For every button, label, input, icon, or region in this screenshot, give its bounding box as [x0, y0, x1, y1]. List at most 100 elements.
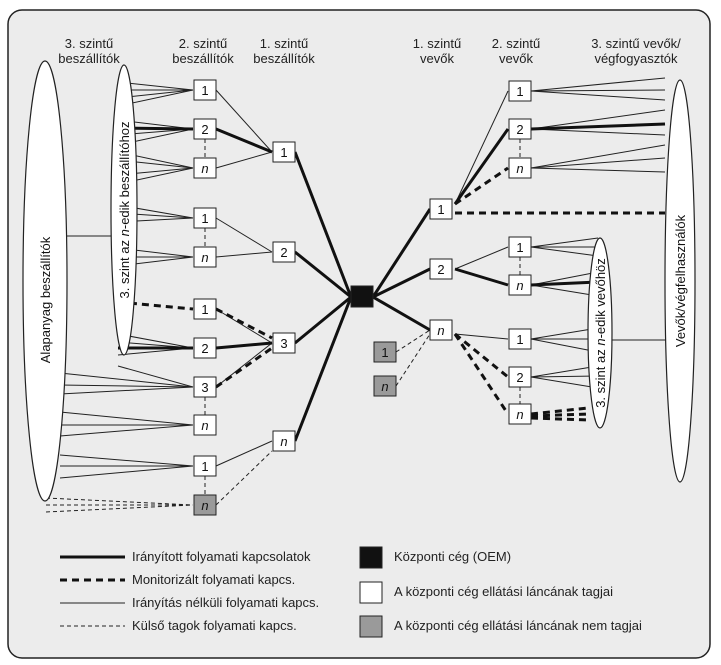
svg-text:1: 1	[201, 211, 208, 226]
svg-text:1: 1	[201, 459, 208, 474]
svg-text:1: 1	[437, 202, 444, 217]
svg-text:1. szintű: 1. szintű	[260, 36, 308, 51]
managed-connections	[117, 122, 666, 442]
node-c1-n	[429, 319, 453, 341]
customer-nth-ellipse	[587, 237, 613, 429]
svg-text:n: n	[201, 498, 208, 513]
svg-text:1. szintű: 1. szintű	[413, 36, 461, 51]
svg-text:2. szintű: 2. szintű	[179, 36, 227, 51]
svg-text:1: 1	[516, 240, 523, 255]
svg-text:n: n	[437, 323, 444, 338]
legend-monitored-label: Monitorizált folyamati kapcs.	[132, 572, 295, 587]
node-s2-nb	[193, 246, 217, 268]
node-c2-2a	[508, 118, 532, 140]
node-c2-1a	[508, 80, 532, 102]
svg-text:n: n	[201, 250, 208, 265]
node-c2-2c	[508, 366, 532, 388]
svg-text:n: n	[516, 278, 523, 293]
node-layer	[193, 79, 532, 516]
legend-external-label: Külső tagok folyamati kapcs.	[132, 618, 297, 633]
header-customer-tier2: 2. szintű vevők	[492, 36, 540, 66]
raw-material-label: Alapanyag beszállítók	[38, 236, 53, 363]
svg-text:beszállítók: beszállítók	[253, 51, 315, 66]
svg-text:2: 2	[516, 370, 523, 385]
node-c1-1	[429, 198, 453, 220]
svg-text:2: 2	[437, 262, 444, 277]
header-customer-tier1: 1. szintű vevők	[413, 36, 461, 66]
svg-text:n: n	[201, 161, 208, 176]
svg-text:n: n	[201, 418, 208, 433]
legend-focal-label: Központi cég (OEM)	[394, 549, 511, 564]
header-supplier-tier1: 1. szintű beszállítók	[253, 36, 315, 66]
node-c2-1b	[508, 236, 532, 258]
svg-text:n: n	[381, 379, 388, 394]
svg-text:3. szintű vevők/: 3. szintű vevők/	[591, 36, 681, 51]
svg-text:1: 1	[280, 145, 287, 160]
customer-nth-label: 3. szint az n-edik vevőhöz	[593, 258, 608, 408]
svg-text:végfogyasztók: végfogyasztók	[594, 51, 678, 66]
svg-text:3: 3	[201, 380, 208, 395]
legend-focal-swatch	[359, 546, 383, 569]
legend-not-managed-label: Irányítás nélküli folyamati kapcs.	[132, 595, 319, 610]
node-s2-1a	[193, 79, 217, 101]
node-s1-1	[272, 141, 296, 163]
header-supplier-tier2: 2. szintű beszállítók	[172, 36, 234, 66]
node-s1-n	[272, 430, 296, 452]
svg-text:vevők: vevők	[420, 51, 454, 66]
node-s2-2c	[193, 337, 217, 359]
svg-text:3. szintű: 3. szintű	[65, 36, 113, 51]
node-c2-na	[508, 157, 532, 179]
legend-managed-label: Irányított folyamati kapcsolatok	[132, 549, 311, 564]
node-s1-2	[272, 241, 296, 263]
svg-text:2: 2	[280, 245, 287, 260]
svg-text:n: n	[516, 161, 523, 176]
node-external-1	[373, 341, 397, 363]
legend-member-label: A központi cég ellátási láncának tagjai	[394, 584, 613, 599]
node-c1-2	[429, 258, 453, 280]
svg-text:1: 1	[381, 345, 388, 360]
svg-text:beszállítók: beszállítók	[172, 51, 234, 66]
node-s2-1b	[193, 207, 217, 229]
svg-text:2: 2	[201, 122, 208, 137]
node-s2-3c	[193, 376, 217, 398]
node-s2-1c	[193, 298, 217, 320]
svg-text:beszállítók: beszállítók	[58, 51, 120, 66]
supplier-nth-label: 3. szint az n-edik beszállítóhoz	[117, 121, 132, 298]
node-c2-nb	[508, 274, 532, 296]
node-s2-na	[193, 157, 217, 179]
svg-text:2. szintű: 2. szintű	[492, 36, 540, 51]
panel-frame	[7, 9, 711, 659]
svg-text:vevők: vevők	[499, 51, 533, 66]
svg-text:2: 2	[201, 341, 208, 356]
svg-text:n: n	[516, 407, 523, 422]
legend-nonmember-swatch	[359, 615, 383, 638]
legend-member-swatch	[359, 581, 383, 604]
raw-material-ellipse	[22, 60, 68, 502]
svg-text:3: 3	[280, 336, 287, 351]
svg-text:1: 1	[516, 332, 523, 347]
node-s2-2a	[193, 118, 217, 140]
node-labels: 1 2 n 1 n 1 2 3 n 1 n 1 2 3 n 1 2 n 1 n …	[201, 83, 523, 513]
header-supplier-tier3: 3. szintű beszállítók	[58, 36, 120, 66]
svg-text:1: 1	[516, 84, 523, 99]
monitored-connections	[117, 166, 665, 422]
node-s2-nc	[193, 414, 217, 436]
node-s2-nd-external	[193, 494, 217, 516]
node-s1-3	[272, 332, 296, 354]
node-c2-1c	[508, 328, 532, 350]
focal-company-node	[350, 285, 374, 308]
node-s2-1d	[193, 455, 217, 477]
svg-text:n: n	[280, 434, 287, 449]
external-connections	[45, 139, 521, 513]
legend: Irányított folyamati kapcsolatok Monitor…	[60, 546, 642, 638]
legend-nonmember-label: A központi cég ellátási láncának nem tag…	[394, 618, 642, 633]
header-customer-tier3: 3. szintű vevők/ végfogyasztók	[591, 36, 681, 66]
node-c2-nc	[508, 403, 532, 425]
node-external-n	[373, 375, 397, 397]
svg-text:1: 1	[201, 302, 208, 317]
supplier-nth-ellipse	[110, 64, 138, 356]
svg-text:1: 1	[201, 83, 208, 98]
end-users-label: Vevők/végfelhasználók	[673, 214, 688, 347]
svg-text:2: 2	[516, 122, 523, 137]
